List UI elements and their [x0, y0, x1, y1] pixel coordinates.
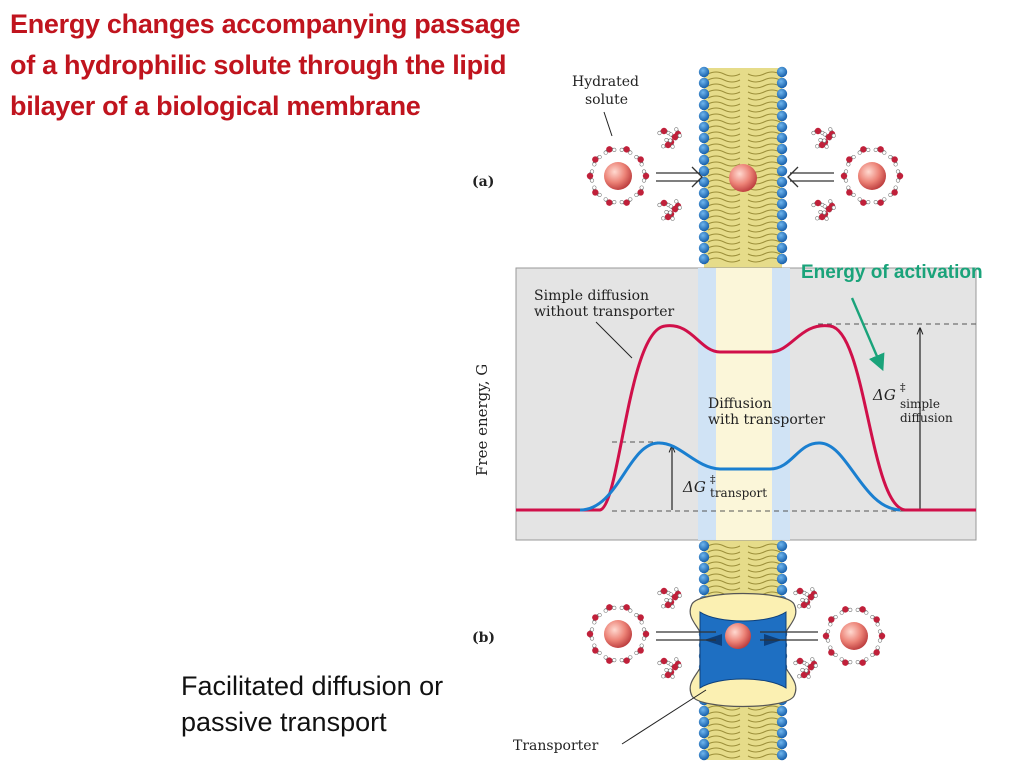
slide-title: Energy changes accompanying passage of a…	[10, 4, 570, 127]
hydration-shells	[586, 127, 904, 221]
hydrated-solute-label: Hydrated	[572, 74, 639, 90]
transporter-label: Transporter	[513, 738, 599, 754]
energy-plot: Simple diffusion without transporter Dif…	[515, 267, 977, 541]
lipid-headgroups	[698, 66, 788, 265]
solute-left	[604, 162, 632, 190]
caption-line: Facilitated diffusion or	[181, 671, 444, 701]
delta-g-transport-label: ΔG	[682, 478, 706, 496]
hydration-shells	[586, 587, 886, 679]
transporter-diffusion-label: Diffusion	[708, 396, 772, 412]
energy-of-activation-label: Energy of activation	[801, 262, 983, 283]
caption-line: passive transport	[181, 707, 387, 737]
solute-right-b	[840, 622, 868, 650]
panel-b-label: (b)	[472, 630, 495, 646]
transporter-protein	[689, 592, 797, 708]
transporter-diffusion-curve	[579, 441, 901, 512]
activation-arrow	[850, 297, 885, 372]
diffusion-subscript: diffusion	[900, 411, 953, 425]
y-axis-label: Free energy, G	[473, 364, 491, 476]
simple-subscript: simple	[900, 397, 940, 411]
solute-left-b	[604, 620, 632, 648]
double-dagger: ‡	[710, 473, 716, 486]
simple-diffusion-label: Simple diffusion	[534, 288, 649, 304]
double-dagger: ‡	[900, 381, 906, 394]
transport-subscript: transport	[710, 486, 767, 500]
transporter-diffusion-label: with transporter	[708, 412, 825, 428]
movement-arrows-b	[656, 631, 818, 641]
solute-right	[858, 162, 886, 190]
panel-a-label: (a)	[472, 174, 494, 190]
solute-in-membrane	[729, 164, 757, 192]
slide-caption: Facilitated diffusion or passive transpo…	[181, 668, 443, 740]
solute-in-transporter	[725, 623, 751, 649]
title-line: of a hydrophilic solute through the lipi…	[10, 50, 507, 80]
simple-diffusion-label: without transporter	[534, 304, 674, 320]
hydrated-solute-label: solute	[585, 92, 628, 108]
lipid-tails	[707, 71, 781, 263]
delta-g-simple-label: ΔG	[872, 386, 896, 404]
title-line: bilayer of a biological membrane	[10, 91, 421, 121]
simple-diffusion-curve	[516, 324, 976, 512]
title-line: Energy changes accompanying passage	[10, 9, 521, 39]
movement-arrows-a	[656, 166, 834, 188]
